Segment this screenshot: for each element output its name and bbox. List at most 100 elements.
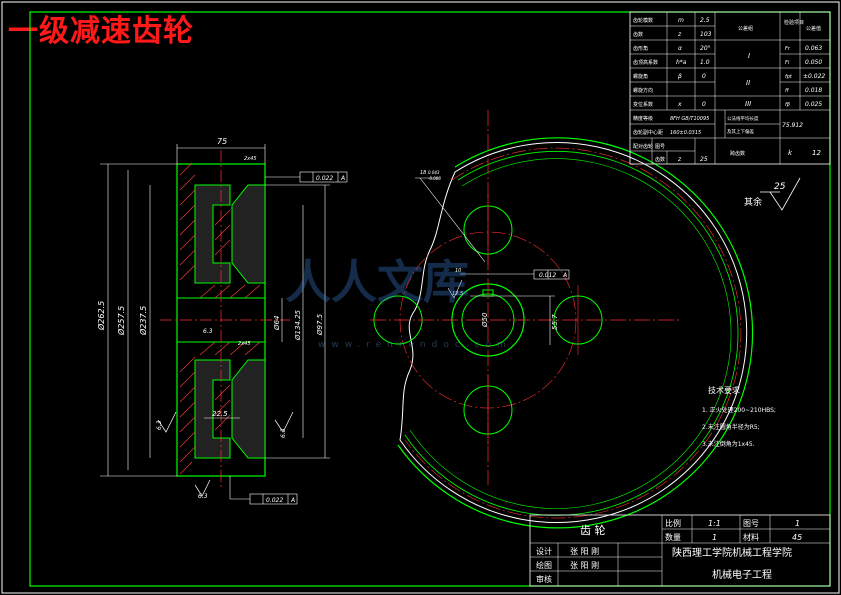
keyway-tol2: -0.000 — [428, 176, 441, 181]
runout-bottom-datum: A — [290, 497, 295, 504]
svg-text:齿顶高系数: 齿顶高系数 — [633, 59, 658, 66]
svg-text:Fr: Fr — [785, 46, 791, 52]
svg-text:跨齿数: 跨齿数 — [730, 150, 745, 157]
svg-text:0.050: 0.050 — [805, 59, 822, 66]
svg-text:z: z — [677, 31, 682, 38]
svg-text:x: x — [677, 101, 682, 108]
svg-text:1.0: 1.0 — [700, 59, 710, 66]
svg-text:及其上下偏差: 及其上下偏差 — [727, 128, 754, 135]
rough-front: 12.5 — [452, 291, 463, 297]
rough-bottom: 6.3 — [198, 493, 208, 500]
svg-text:公差值: 公差值 — [806, 25, 821, 32]
dim-fillet: 6.3 — [203, 328, 213, 335]
svg-text:公法线平均长度: 公法线平均长度 — [727, 115, 759, 122]
svg-text:h*a: h*a — [676, 59, 687, 66]
svg-text:0: 0 — [702, 73, 706, 80]
svg-text:其余: 其余 — [744, 196, 762, 208]
rough-left: 6.3 — [156, 420, 163, 430]
qty-label: 数量 — [665, 532, 681, 542]
bore-dim: Ø50 — [481, 312, 489, 328]
svg-text:齿形角: 齿形角 — [633, 45, 648, 52]
part-name: 齿 轮 — [580, 523, 606, 537]
tech-req-3: 3.未注倒角为1x45. — [702, 440, 755, 448]
svg-text:检验项目: 检验项目 — [784, 19, 804, 26]
svg-text:m: m — [678, 17, 684, 24]
scale-value: 1:1 — [708, 519, 721, 528]
drafter: 张 阳 刚 — [570, 561, 599, 570]
svg-text:公差组: 公差组 — [738, 25, 753, 32]
dim-d1: Ø262.5 — [96, 301, 106, 331]
svg-text:I: I — [748, 52, 750, 60]
sym-label: 10 — [455, 268, 461, 274]
material-value: 45 — [792, 533, 802, 542]
school: 陕西理工学院机械工程学院 — [672, 546, 792, 559]
svg-text:螺旋角: 螺旋角 — [633, 73, 648, 80]
tech-req-1: 1. 正火处理200~210HBS; — [702, 406, 776, 414]
title-block: 齿 轮 比例 1:1 图号 1 数量 1 材料 45 设计 绘图 审核 张 阳 … — [529, 514, 831, 587]
svg-text:齿数: 齿数 — [633, 31, 643, 38]
sym-tol: 0.012 — [539, 272, 556, 279]
dim-d6: Ø97.5 — [316, 313, 324, 336]
keyway-tol: 0.043 — [428, 170, 440, 175]
svg-text:0.018: 0.018 — [805, 87, 822, 94]
svg-text:齿轮副中心距: 齿轮副中心距 — [633, 129, 663, 136]
tech-req-2: 2.未注圆角半径为R5; — [702, 423, 760, 431]
svg-text:Fi: Fi — [785, 60, 790, 66]
dim-chamfer-mid: 2x45 — [238, 341, 251, 347]
dim-d4: Ø64 — [273, 316, 281, 331]
svg-text:www.renrendoc.com: www.renrendoc.com — [318, 340, 512, 350]
runout-top-value: 0.022 — [316, 175, 333, 182]
front-view: 18 0.043 -0.000 10 0.012 A Ø50 55.7 12.5 — [370, 110, 754, 529]
dim-web: 22.5 — [212, 410, 228, 418]
keyway-label: 18 — [420, 170, 426, 176]
dim-d5: Ø134.25 — [294, 309, 302, 341]
svg-text:8FH GB/T10095: 8FH GB/T10095 — [670, 116, 709, 122]
scale-label: 比例 — [665, 518, 681, 528]
rough-right: 6.3 — [280, 428, 287, 438]
svg-text:±0.022: ±0.022 — [803, 73, 825, 80]
svg-text:0.025: 0.025 — [805, 101, 822, 108]
svg-text:20°: 20° — [700, 45, 711, 52]
depth-dim: 55.7 — [551, 314, 559, 330]
svg-text:k: k — [788, 149, 793, 157]
parameter-table: 齿轮模数 m 2.5 齿数 z 103 齿形角 α 20° 齿顶高系数 h*a … — [629, 11, 831, 165]
sym-datum: A — [562, 272, 567, 279]
runout-top-datum: A — [340, 175, 345, 182]
surface-rest: 25 其余 — [744, 177, 801, 211]
material-label: 材料 — [743, 532, 759, 542]
check-label: 审核 — [536, 574, 552, 584]
svg-text:图号: 图号 — [655, 144, 665, 150]
designer: 张 阳 刚 — [570, 547, 599, 556]
dim-d2: Ø257.5 — [116, 306, 126, 336]
svg-text:III: III — [745, 100, 751, 108]
svg-text:z: z — [677, 156, 682, 163]
tech-requirements: 技术要求 1. 正火处理200~210HBS; 2.未注圆角半径为R5; 3.未… — [702, 385, 776, 448]
section-view: 75 2x45 Ø262.5 Ø257.5 Ø237.5 Ø64 Ø134.25… — [96, 137, 348, 505]
drawing-no-value: 1 — [795, 519, 800, 528]
svg-text:103: 103 — [700, 31, 712, 38]
svg-text:配对齿轮: 配对齿轮 — [633, 143, 653, 150]
svg-text:12: 12 — [812, 149, 821, 157]
svg-text:齿轮模数: 齿轮模数 — [633, 17, 653, 24]
svg-text:25: 25 — [700, 156, 708, 163]
svg-text:ff: ff — [785, 88, 790, 94]
svg-text:25: 25 — [774, 182, 786, 192]
dim-d3: Ø237.5 — [138, 306, 148, 336]
tech-req-title: 技术要求 — [708, 385, 740, 395]
drawing-no-label: 图号 — [743, 519, 759, 528]
svg-text:齿数: 齿数 — [655, 156, 665, 163]
svg-text:人人文库: 人人文库 — [285, 255, 469, 309]
svg-text:fβ: fβ — [785, 102, 791, 108]
svg-text:螺旋方向: 螺旋方向 — [633, 87, 653, 94]
dim-width: 75 — [217, 137, 227, 146]
design-label: 设计 — [536, 546, 552, 556]
svg-text:α: α — [678, 45, 682, 52]
svg-text:精度等级: 精度等级 — [633, 115, 653, 122]
svg-text:II: II — [746, 79, 750, 87]
svg-text:β: β — [678, 73, 682, 80]
svg-text:75.912: 75.912 — [782, 122, 803, 129]
svg-text:0: 0 — [702, 101, 706, 108]
draw-label: 绘图 — [536, 560, 552, 570]
